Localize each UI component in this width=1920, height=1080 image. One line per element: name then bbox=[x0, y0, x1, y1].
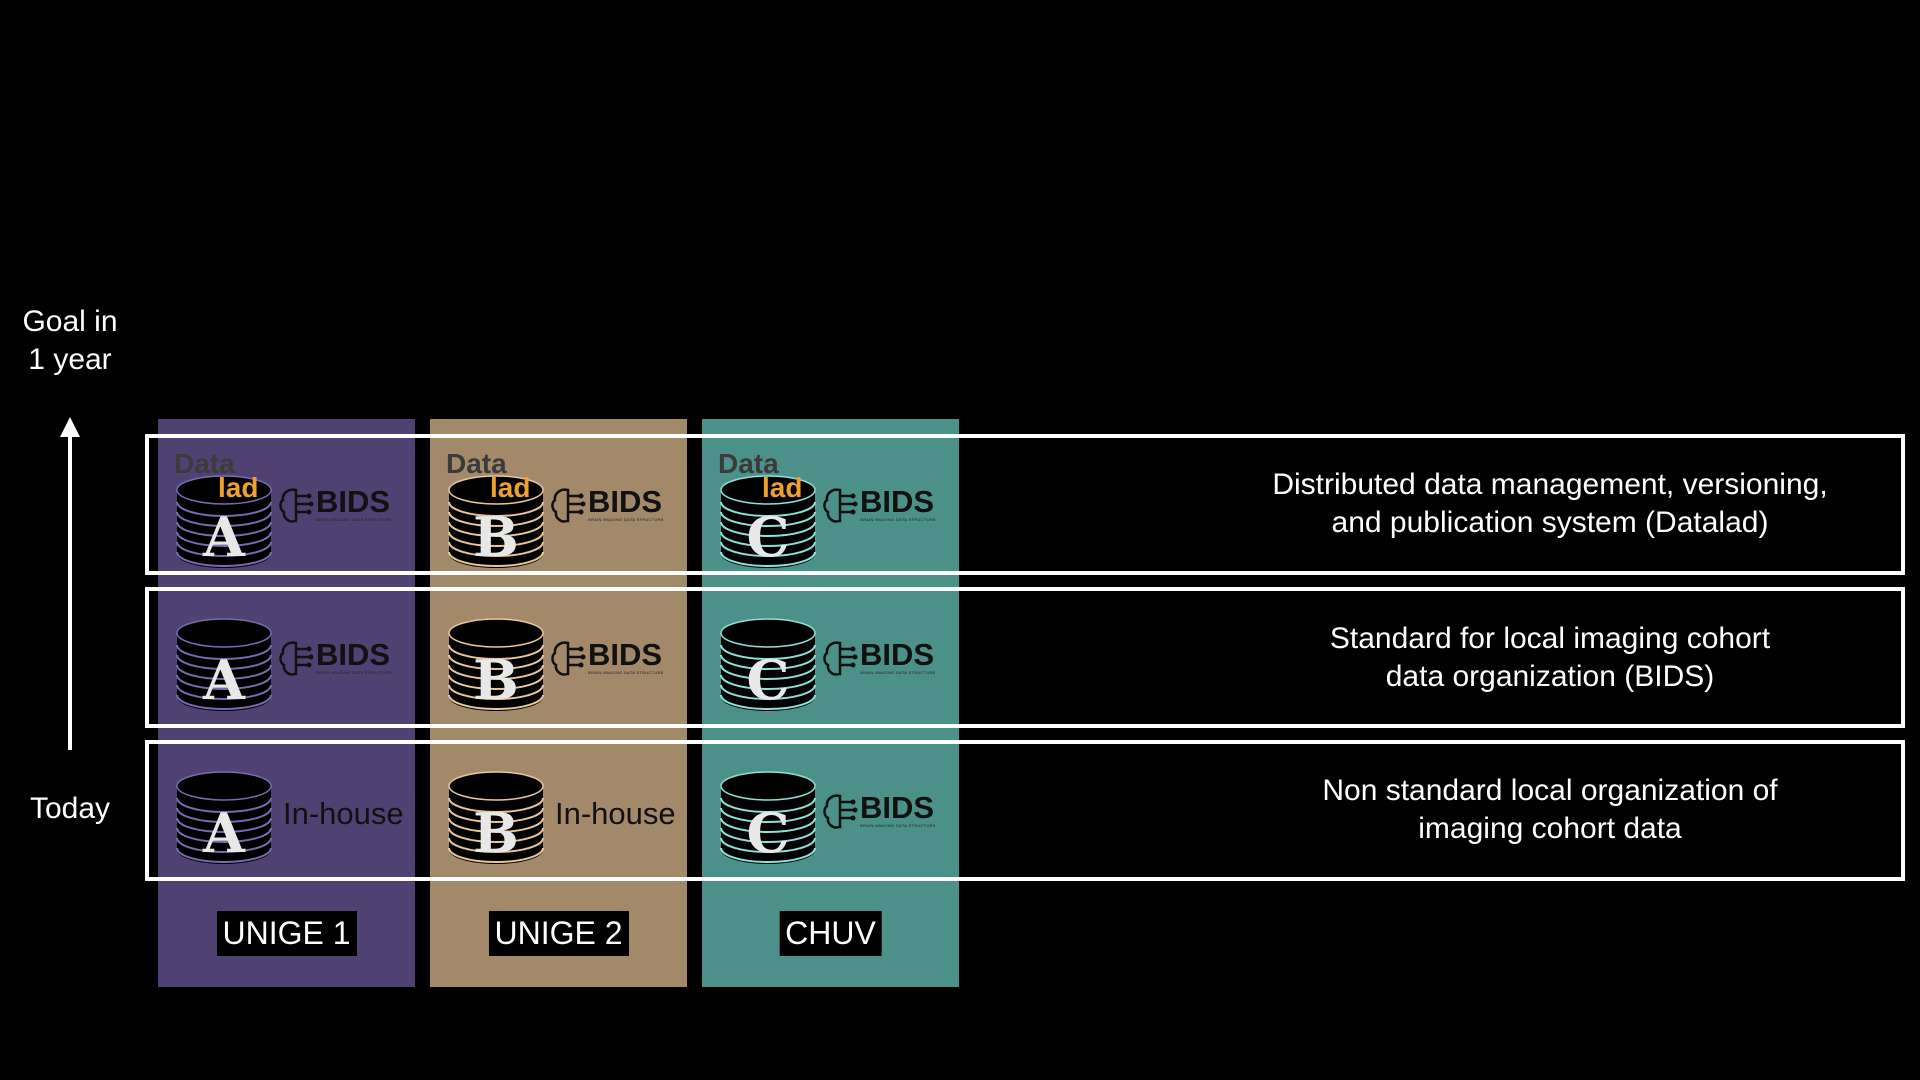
database-icon: A bbox=[176, 475, 272, 569]
database-letter: B bbox=[473, 801, 519, 865]
column-label: UNIGE 1 bbox=[216, 911, 357, 956]
axis-goal-label: Goal in 1 year bbox=[22, 305, 118, 376]
brain-icon bbox=[551, 488, 586, 523]
database-letter: B bbox=[473, 648, 519, 712]
row-box-bids bbox=[145, 587, 1905, 728]
row-description-bids: Standard for local imaging cohort data o… bbox=[1329, 622, 1771, 693]
database-icon: C bbox=[720, 475, 816, 569]
row-description-inhouse: Non standard local organization of imagi… bbox=[1322, 774, 1778, 845]
column-label: CHUV bbox=[779, 911, 882, 956]
axis-today-label: Today bbox=[29, 792, 111, 825]
database-icon: C bbox=[720, 618, 816, 712]
database-letter: A bbox=[202, 505, 246, 569]
database-icon: A bbox=[176, 771, 272, 865]
brain-icon bbox=[551, 641, 586, 676]
database-icon: B bbox=[448, 475, 544, 569]
inhouse-label: In-house bbox=[283, 796, 404, 831]
database-icon: A bbox=[176, 618, 272, 712]
row-box-inhouse bbox=[145, 740, 1905, 881]
database-letter: C bbox=[747, 505, 790, 569]
database-letter: B bbox=[473, 505, 519, 569]
row-box-datalad bbox=[145, 434, 1905, 575]
database-letter: C bbox=[747, 801, 790, 865]
database-icon: C bbox=[720, 771, 816, 865]
database-icon: B bbox=[448, 618, 544, 712]
brain-icon bbox=[823, 488, 858, 523]
brain-icon bbox=[823, 641, 858, 676]
database-letter: A bbox=[202, 648, 246, 712]
row-description-datalad: Distributed data management, versioning,… bbox=[1272, 468, 1828, 539]
column-label: UNIGE 2 bbox=[488, 911, 629, 956]
database-letter: A bbox=[202, 801, 246, 865]
brain-icon bbox=[823, 794, 858, 829]
database-icon: B bbox=[448, 771, 544, 865]
brain-icon bbox=[279, 488, 314, 523]
brain-icon bbox=[279, 641, 314, 676]
up-arrow-icon bbox=[60, 417, 80, 750]
inhouse-label: In-house bbox=[555, 796, 676, 831]
database-letter: C bbox=[747, 648, 790, 712]
